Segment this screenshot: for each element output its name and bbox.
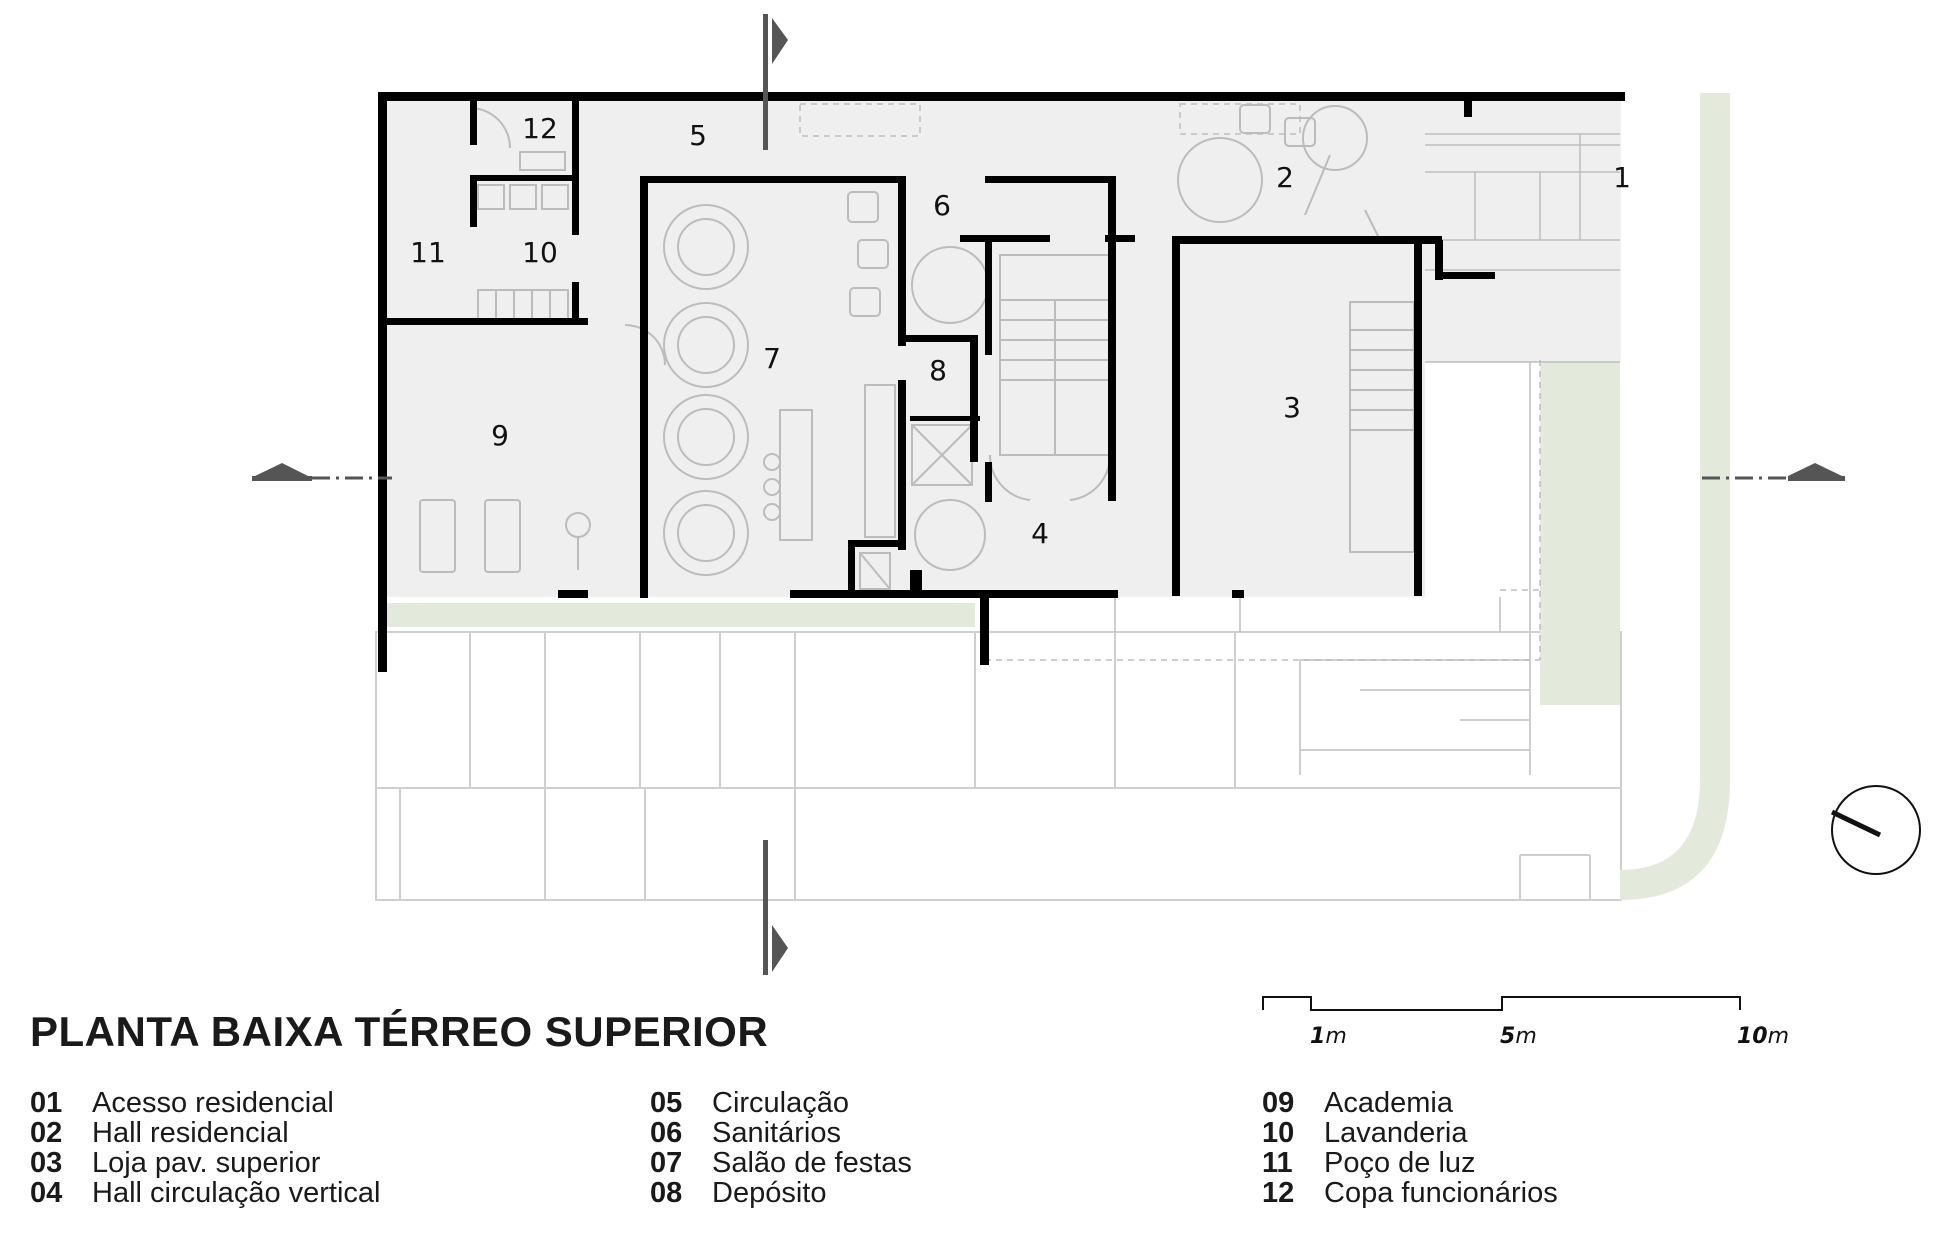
scale-label-10: 10 — [1737, 1024, 1768, 1049]
landscape — [385, 93, 1730, 900]
room-label-1: 1 — [1613, 161, 1631, 194]
room-label-4: 4 — [1031, 517, 1049, 550]
room-label-9: 9 — [491, 419, 509, 452]
svg-text:10m: 10m — [1737, 1024, 1789, 1049]
svg-text:5m: 5m — [1500, 1024, 1537, 1049]
scale-label-1: 1 — [1310, 1024, 1325, 1049]
room-label-11: 11 — [410, 236, 446, 269]
room-label-6: 6 — [933, 189, 951, 222]
room-label-3: 3 — [1283, 391, 1301, 424]
room-label-10: 10 — [522, 236, 558, 269]
thin-lines — [799, 103, 1620, 661]
scale-label-5: 5 — [1500, 1024, 1515, 1049]
scale-bar: 1m 5m 10m — [1262, 996, 1789, 1049]
room-label-7: 7 — [763, 342, 781, 375]
north-arrow-icon — [1830, 785, 1921, 875]
room-label-12: 12 — [522, 112, 558, 145]
section-markers — [252, 14, 1845, 975]
walls — [378, 92, 1625, 672]
svg-text:1m: 1m — [1310, 1024, 1347, 1049]
site-outline — [375, 360, 1622, 901]
plan-title: PLANTA BAIXA TÉRREO SUPERIOR — [30, 1008, 769, 1055]
room-labels: 1 2 3 4 5 6 7 8 9 10 11 12 — [410, 112, 1631, 550]
room-label-8: 8 — [929, 354, 947, 387]
room-label-5: 5 — [689, 119, 707, 152]
room-label-2: 2 — [1276, 161, 1294, 194]
